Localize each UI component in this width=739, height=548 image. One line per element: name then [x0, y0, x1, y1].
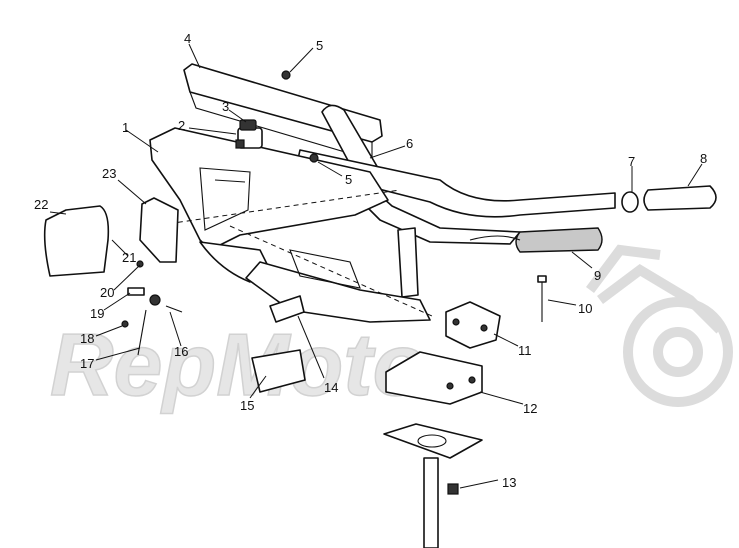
part-12-lower-clamp [385, 351, 483, 405]
part-13-steering-plate [383, 423, 483, 548]
callout-21: 21 [122, 250, 136, 265]
part-5-bolt-top [281, 70, 291, 80]
callout-12: 12 [523, 401, 537, 416]
callout-20: 20 [100, 285, 114, 300]
callout-9: 9 [594, 268, 601, 283]
watermark: RepMoto [49, 244, 733, 415]
callout-19: 19 [90, 306, 104, 321]
callout-3: 3 [222, 99, 229, 114]
part-10-bolt [537, 275, 547, 322]
callout-16: 16 [174, 344, 188, 359]
callout-10: 10 [578, 301, 592, 316]
callout-2: 2 [178, 118, 185, 133]
part-5-bolt-mid [309, 153, 319, 163]
callout-4: 4 [184, 31, 191, 46]
callout-14: 14 [324, 380, 338, 395]
part-9-left-grip [469, 227, 603, 253]
parts-16-23-left-assembly [43, 197, 183, 356]
leader-lines [49, 43, 703, 489]
callout-11: 11 [518, 343, 532, 358]
callout-5-mid: 5 [345, 172, 352, 187]
callout-18: 18 [80, 331, 94, 346]
callout-13: 13 [502, 475, 516, 490]
part-11-upper-clamp [445, 301, 501, 349]
callout-7: 7 [628, 154, 635, 169]
callout-5-top: 5 [316, 38, 323, 53]
callout-15: 15 [240, 398, 254, 413]
callout-6: 6 [406, 136, 413, 151]
callout-17: 17 [80, 356, 94, 371]
callout-22: 22 [34, 197, 48, 212]
callout-labels: 1 2 3 4 5 5 6 7 8 9 10 11 12 13 14 15 16… [34, 31, 707, 490]
part-7-8-right-grip [621, 185, 717, 213]
part-2-3-switch [235, 119, 263, 149]
callout-8: 8 [700, 151, 707, 166]
callout-23: 23 [102, 166, 116, 181]
watermark-motorcycle-icon [586, 244, 733, 407]
watermark-text: RepMoto [50, 315, 426, 414]
callout-1: 1 [122, 120, 129, 135]
part-14-15-lower-shroud [229, 225, 433, 393]
